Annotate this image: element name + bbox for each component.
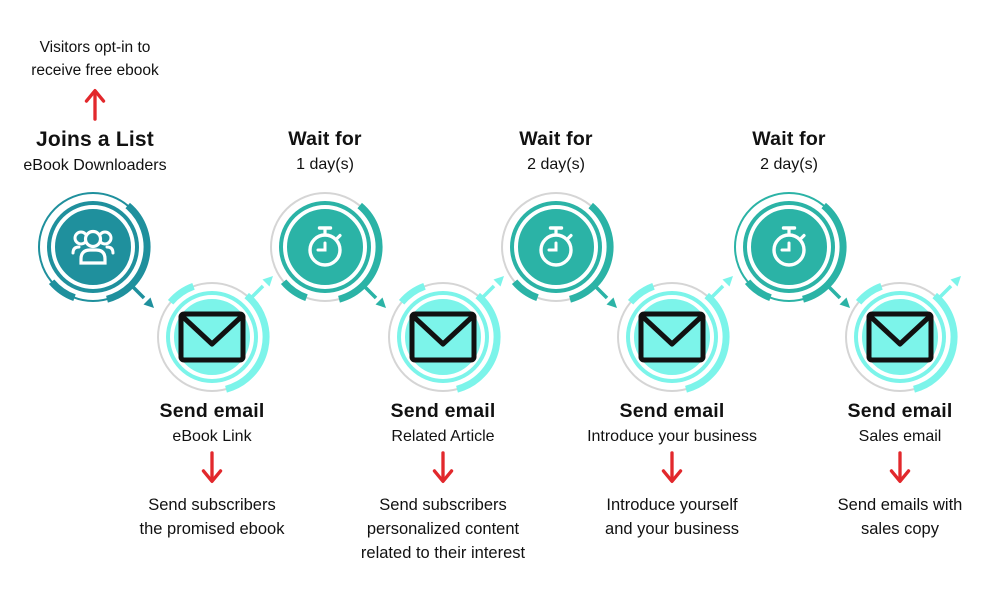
email-step-description-4: Send emails with sales copy <box>838 493 963 541</box>
description-line: Introduce yourself <box>606 496 738 514</box>
send-email-node-1 <box>158 276 273 391</box>
description-line: sales copy <box>861 520 939 538</box>
email-step-subtitle-1: eBook Link <box>172 428 252 445</box>
wait-step-duration-3: 2 day(s) <box>760 156 818 173</box>
email-step-title-3: Send email <box>619 400 725 422</box>
wait-step-title-2: Wait for <box>519 128 593 150</box>
email-step-description-2: Send subscribers personalized content re… <box>361 493 525 565</box>
send-email-node-4 <box>846 276 961 391</box>
description-line: Send emails with <box>837 496 963 514</box>
entry-step-subtitle: eBook Downloaders <box>23 157 167 174</box>
description-line: Send subscribers <box>148 496 276 514</box>
email-step-title-4: Send email <box>847 400 953 422</box>
email-step-subtitle-2: Related Article <box>391 428 495 445</box>
email-step-title-1: Send email <box>159 400 265 422</box>
optin-annotation-line2: receive free ebook <box>31 62 159 79</box>
red-up-arrow-icon <box>84 88 106 121</box>
email-step-subtitle-3: Introduce your business <box>587 428 757 445</box>
description-line: Send subscribers <box>379 496 507 514</box>
red-down-arrow-icon <box>661 451 683 484</box>
red-down-arrow-icon <box>201 451 223 484</box>
entry-step-title: Joins a List <box>36 128 154 151</box>
description-line: related to their interest <box>360 544 526 562</box>
send-email-node-3 <box>618 276 733 391</box>
wait-step-duration-1: 1 day(s) <box>296 156 354 173</box>
red-down-arrow-icon <box>432 451 454 484</box>
wait-step-title-3: Wait for <box>752 128 826 150</box>
wait-step-duration-2: 2 day(s) <box>527 156 585 173</box>
description-line: the promised ebook <box>139 520 285 538</box>
red-down-arrow-icon <box>889 451 911 484</box>
email-step-title-2: Send email <box>390 400 496 422</box>
wait-step-title-1: Wait for <box>288 128 362 150</box>
optin-annotation-line1: Visitors opt-in to <box>39 39 151 56</box>
description-line: personalized content <box>366 520 520 538</box>
email-step-description-3: Introduce yourself and your business <box>605 493 739 541</box>
description-line: and your business <box>605 520 739 538</box>
email-step-description-1: Send subscribers the promised ebook <box>140 493 285 541</box>
email-step-subtitle-4: Sales email <box>858 428 942 445</box>
optin-annotation: Visitors opt-in to receive free ebook <box>31 36 159 82</box>
send-email-node-2 <box>389 276 504 391</box>
